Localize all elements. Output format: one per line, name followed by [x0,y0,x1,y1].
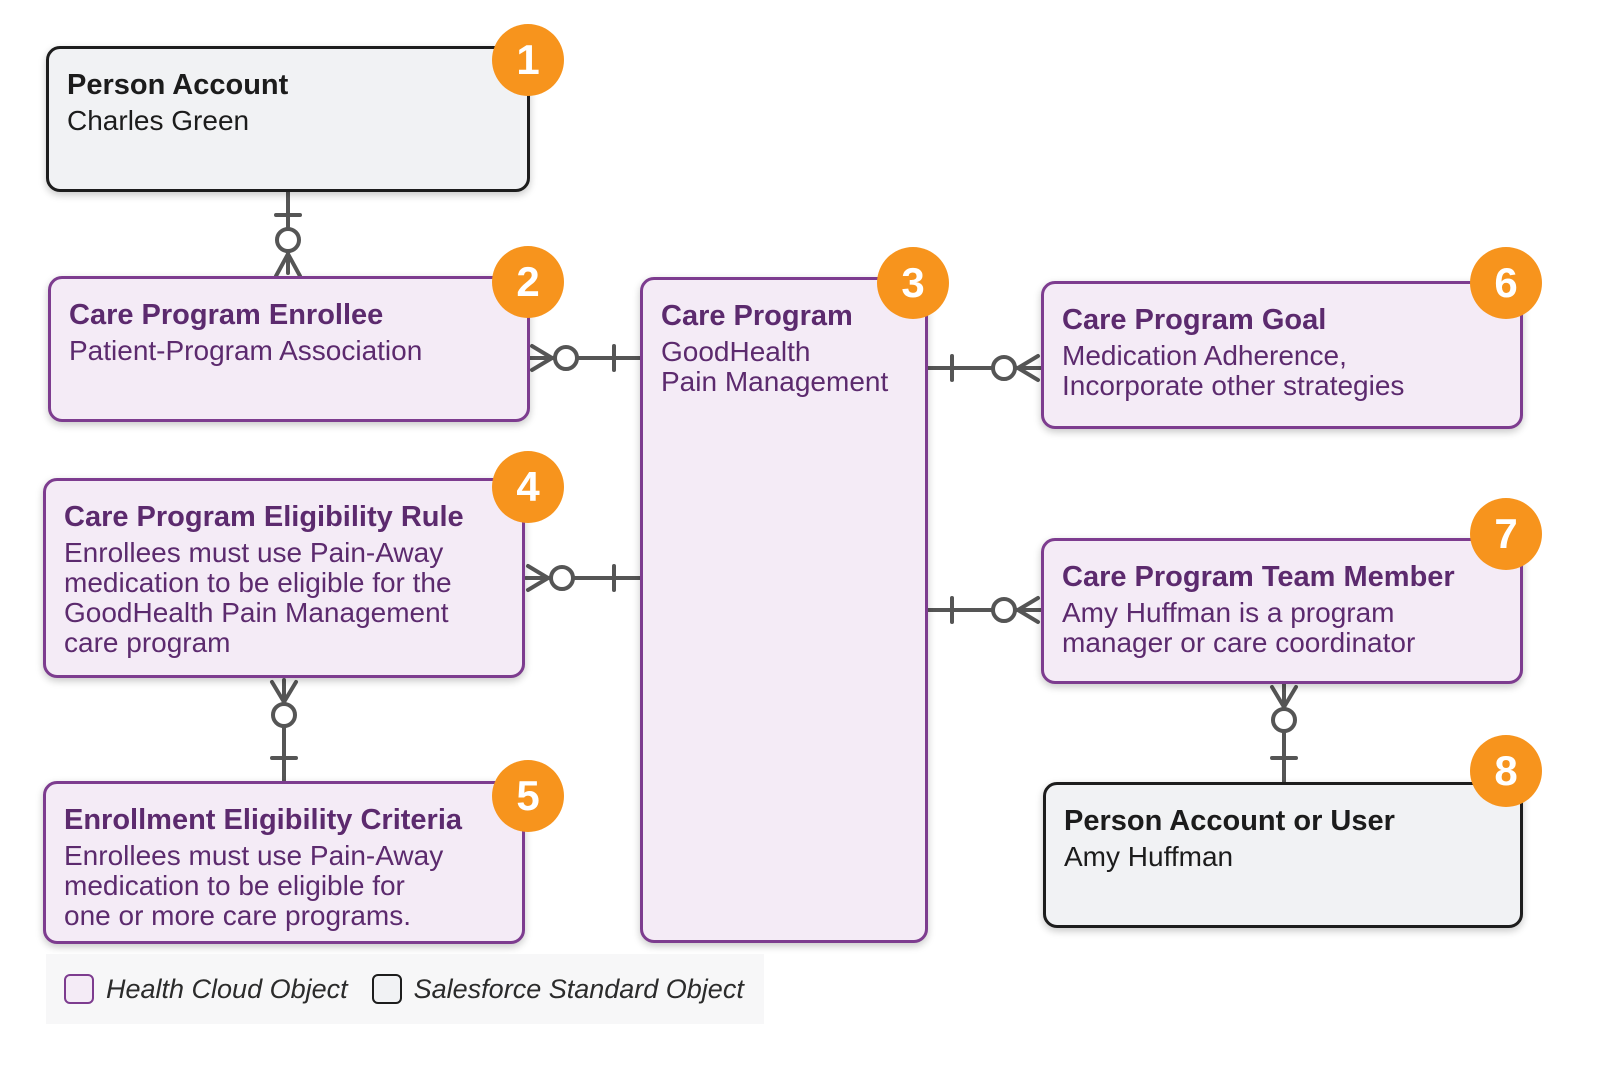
entity-description: Amy Huffman is a program manager or care… [1062,597,1416,658]
entity-title: Care Program Eligibility Rule [64,501,464,533]
entity-care-program-enrollee: Care Program Enrollee Patient-Program As… [48,276,530,422]
badge-5: 5 [492,760,564,832]
entity-person-account-or-user: Person Account or User Amy Huffman [1043,782,1523,928]
connector-care-program-to-goal [924,354,1043,382]
connector-care-program-to-eligibility-rule [524,564,642,592]
badge-7: 7 [1470,498,1542,570]
badge-1: 1 [492,24,564,96]
entity-enrollment-eligibility-criteria: Enrollment Eligibility Criteria Enrollee… [43,781,525,944]
legend: Health Cloud Object Salesforce Standard … [46,954,764,1024]
connector-person-account-to-enrollee [274,190,302,278]
entity-description: GoodHealth Pain Management [661,336,889,397]
connector-care-program-to-enrollee [528,344,642,372]
badge-4: 4 [492,451,564,523]
entity-description: Charles Green [67,105,250,136]
badge-2: 2 [492,246,564,318]
entity-title: Enrollment Eligibility Criteria [64,804,463,836]
badge-6: 6 [1470,247,1542,319]
entity-title: Care Program [661,300,853,332]
entity-title: Person Account [67,69,289,101]
legend-salesforce-label: Salesforce Standard Object [413,973,744,1004]
entity-care-program-eligibility-rule: Care Program Eligibility Rule Enrollees … [43,478,525,678]
badge-8: 8 [1470,735,1542,807]
connector-care-program-to-team-member [924,596,1043,624]
entity-description: Enrollees must use Pain-Away medication … [64,537,452,658]
connector-user-to-team-member [1270,682,1298,784]
entity-care-program-goal: Care Program Goal Medication Adherence, … [1041,281,1523,429]
health-cloud-swatch [64,974,94,1004]
entity-title: Care Program Goal [1062,304,1327,336]
entity-care-program-team-member: Care Program Team Member Amy Huffman is … [1041,538,1523,684]
entity-description: Patient-Program Association [69,335,423,366]
entity-title: Care Program Team Member [1062,561,1455,593]
entity-description: Medication Adherence, Incorporate other … [1062,340,1405,401]
entity-description: Enrollees must use Pain-Away medication … [64,840,444,931]
salesforce-swatch [371,974,402,1004]
entity-description: Amy Huffman [1064,841,1234,872]
entity-title: Person Account or User [1064,805,1395,837]
connector-criteria-to-eligibility-rule [270,678,298,783]
badge-3: 3 [877,247,949,319]
entity-person-account: Person Account Charles Green [46,46,530,192]
entity-care-program: Care Program GoodHealth Pain Management [640,277,928,943]
legend-health-cloud-label: Health Cloud Object [106,973,348,1004]
entity-title: Care Program Enrollee [69,299,384,331]
